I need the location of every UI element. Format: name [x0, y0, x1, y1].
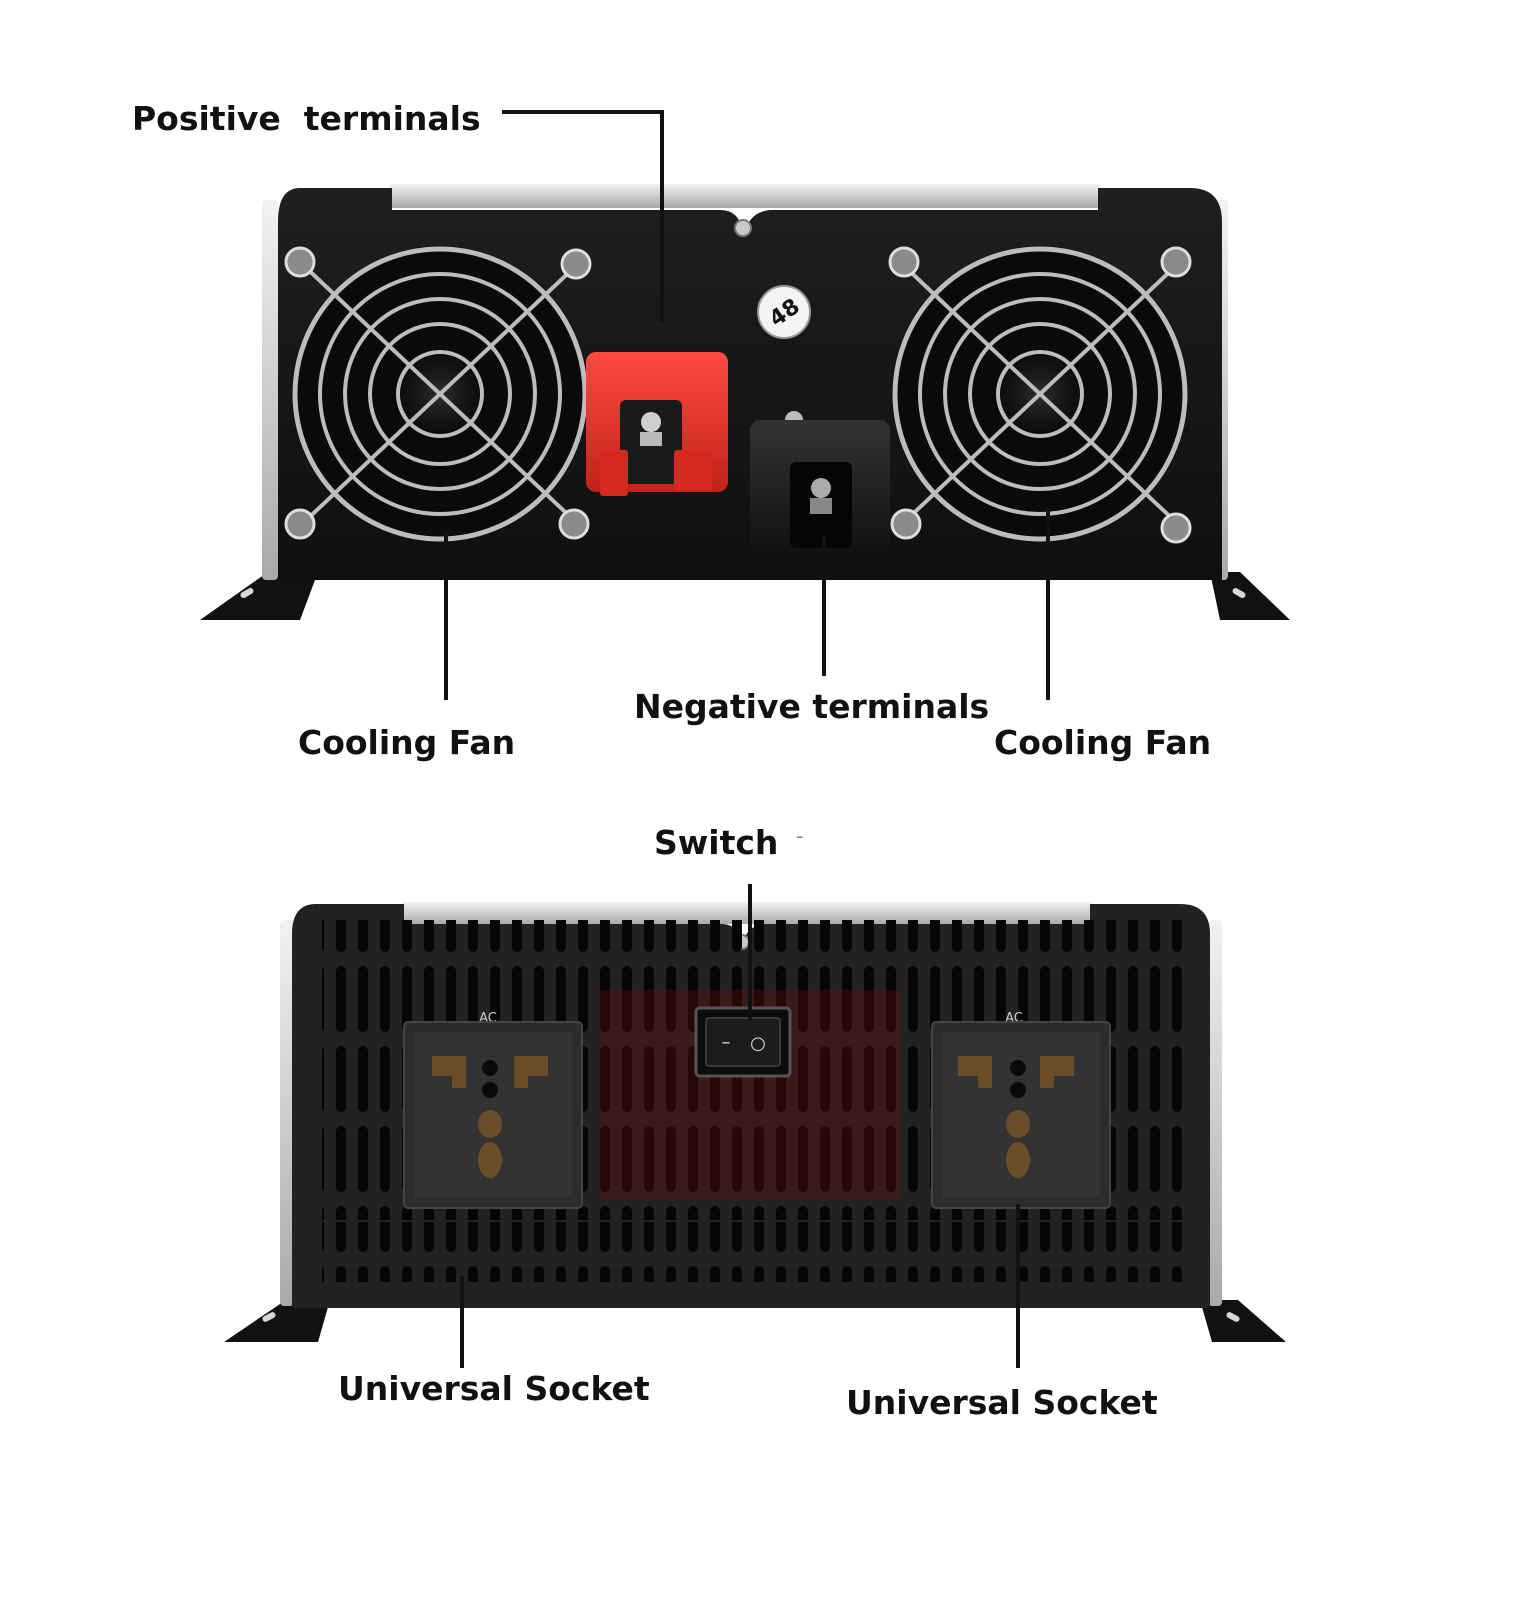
- mount-foot-bottom-left: [224, 1300, 330, 1342]
- cooling-fan-right-icon: [888, 246, 1192, 544]
- universal-socket-right-icon: AC: [931, 1011, 1111, 1209]
- vent-slots-lower: [322, 1222, 1188, 1282]
- label-universal-socket-right: Universal Socket: [846, 1383, 1158, 1422]
- positive-terminal: [586, 352, 728, 496]
- chassis-top-bottom: [402, 902, 1092, 924]
- chassis-side-bottom-right: [1208, 920, 1222, 1306]
- switch-on-symbol: ○: [750, 1033, 766, 1054]
- voltage-badge: 48: [757, 285, 811, 339]
- mount-foot-left: [200, 572, 318, 620]
- vent-slots-upper: [322, 920, 1188, 1000]
- label-universal-socket-left: Universal Socket: [338, 1369, 650, 1408]
- bottom-unit: AC AC – ○: [224, 884, 1286, 1368]
- label-cooling-fan-right: Cooling Fan: [994, 723, 1212, 762]
- rocker-switch-icon: – ○: [694, 1006, 792, 1078]
- negative-terminal: [750, 411, 890, 554]
- label-switch-tick: -: [796, 824, 804, 848]
- label-positive-terminals: Positive terminals: [132, 99, 481, 138]
- chassis-top: [390, 184, 1100, 208]
- switch-off-symbol: –: [722, 1032, 731, 1053]
- mount-foot-bottom-right: [1200, 1300, 1286, 1342]
- top-unit: 48: [200, 110, 1290, 700]
- label-cooling-fan-left: Cooling Fan: [298, 723, 516, 762]
- chassis-side-left: [262, 200, 278, 580]
- mount-foot-right: [1210, 572, 1290, 620]
- universal-socket-left-icon: AC: [403, 1011, 583, 1209]
- label-switch: Switch: [654, 823, 779, 862]
- chassis-side-bottom-left: [280, 920, 294, 1306]
- callout-line-positive: [502, 110, 664, 322]
- label-negative-terminals: Negative terminals: [634, 687, 990, 726]
- cooling-fan-left-icon: [284, 246, 592, 542]
